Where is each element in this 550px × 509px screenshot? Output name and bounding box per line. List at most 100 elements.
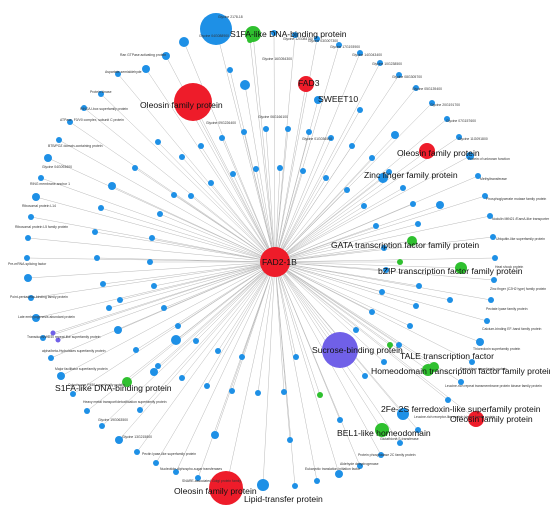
protein-node-57 [336,42,342,48]
edge-83 [274,203,414,263]
small-node-label-23: Pectin lyase-like superfamily protein [142,452,196,456]
protein-node-101 [151,283,157,289]
protein-node-17 [28,295,34,301]
protein-node-74 [255,390,261,396]
protein-node-78 [396,342,402,348]
edge-4 [145,68,276,263]
protein-node-81 [416,283,422,289]
small-node-label-1: Glycine 2178-18 [218,15,243,19]
protein-node-77 [381,359,387,365]
protein-node-129 [391,131,399,139]
small-node-label-7: ATPase, F0/V0 complex, subunit C protein [60,118,124,122]
edge-49 [274,155,471,263]
node-label-6: Zinc finger family protein [364,170,458,180]
edge-114 [274,205,365,263]
edge-152 [274,261,429,371]
protein-node-18 [32,314,40,322]
edge-117 [274,170,304,263]
protein-node-2 [179,37,189,47]
small-node-label-10: RING membrane-anchor 1 [30,182,70,186]
edge-37 [274,261,449,401]
edge-128 [274,109,361,263]
protein-node-94 [198,143,204,149]
small-node-label-44: Glycine 07G157600 [446,119,476,123]
small-node-label-15: Late embryogenesis abundant protein [18,315,75,319]
protein-node-133 [287,437,293,443]
protein-node-19 [40,335,46,341]
node-label-4: SWEET10 [318,94,358,104]
node-label-12: FAD2-1B [262,257,297,267]
node-label-10: TALE transcription factor [400,351,494,361]
protein-node-113 [373,223,379,229]
protein-node-49 [466,152,474,160]
protein-node-82 [415,221,421,227]
protein-node-97 [171,192,177,198]
edge-27 [155,261,276,464]
labeled-node-15 [468,411,484,427]
edge-59 [274,34,296,263]
labeled-node-1 [245,26,261,42]
protein-node-60 [271,30,277,36]
edge-134 [184,99,276,263]
protein-node-139 [397,259,403,265]
small-node-label-17: alpha/beta-Hydrolases superfamily protei… [42,349,106,353]
small-node-label-48: Glycine 10G238500 [372,62,402,66]
protein-node-71 [179,375,185,381]
protein-node-128 [357,107,363,113]
small-node-label-25: SNARE-associated Golgi protein family [182,479,241,483]
protein-node-4 [142,65,150,73]
small-node-label-31: Leucine-rich repeat transmembrane protei… [445,384,542,388]
edge-123 [175,261,276,341]
protein-node-104 [193,338,199,344]
edge-153 [274,261,435,368]
edge-124 [153,261,276,373]
edge-5 [117,73,276,263]
node-label-3: FAD3 [298,78,320,88]
small-node-label-45: Glycine 20G191700 [430,103,460,107]
protein-node-3 [162,52,170,60]
protein-node-40 [476,338,484,346]
small-node-label-24: Nucleotide-diphospho-sugar transferases [160,467,222,471]
protein-node-5 [115,71,121,77]
edge-21 [60,261,276,377]
protein-node-7 [81,105,87,111]
edge-72 [206,261,276,387]
edge-layer [26,28,496,489]
protein-node-46 [487,213,493,219]
edge-109 [274,261,373,313]
protein-node-61 [132,165,138,171]
edge-67 [108,261,276,309]
protein-node-22 [70,391,76,397]
protein-node-105 [215,348,221,354]
node-label-15: Oleosin family protein [450,414,533,424]
small-node-label-22: Glycine 13G215800 [122,435,152,439]
protein-node-59 [292,32,298,38]
protein-node-53 [413,85,419,91]
protein-node-93 [219,135,225,141]
protein-node-112 [381,245,387,251]
protein-node-31 [314,478,320,484]
protein-node-86 [369,155,375,161]
edge-116 [274,177,327,263]
protein-node-36 [415,427,421,433]
node-label-9: Sucrose-binding protein [312,345,403,355]
protein-node-13 [28,214,34,220]
small-node-label-38: Ubiquitin-like superfamily protein [496,237,545,241]
protein-node-45 [490,234,496,240]
protein-node-120 [230,171,236,177]
edge-80 [274,261,417,307]
edge-121 [210,182,276,263]
small-node-label-4: Aspartate-semialdehyde [105,70,142,74]
edge-103 [177,261,276,327]
small-node-label-21: Glycine 19G063500 [98,418,128,422]
edge-132 [274,261,341,421]
small-node-label-49: Glycine 14G043400 [352,53,382,57]
small-node-label-5: Protein kinase [90,90,112,94]
edge-18 [35,261,276,319]
protein-node-15 [24,255,30,261]
protein-node-21 [57,372,65,380]
protein-node-23 [84,408,90,414]
edge-70 [157,261,276,367]
edge-75 [274,261,285,393]
